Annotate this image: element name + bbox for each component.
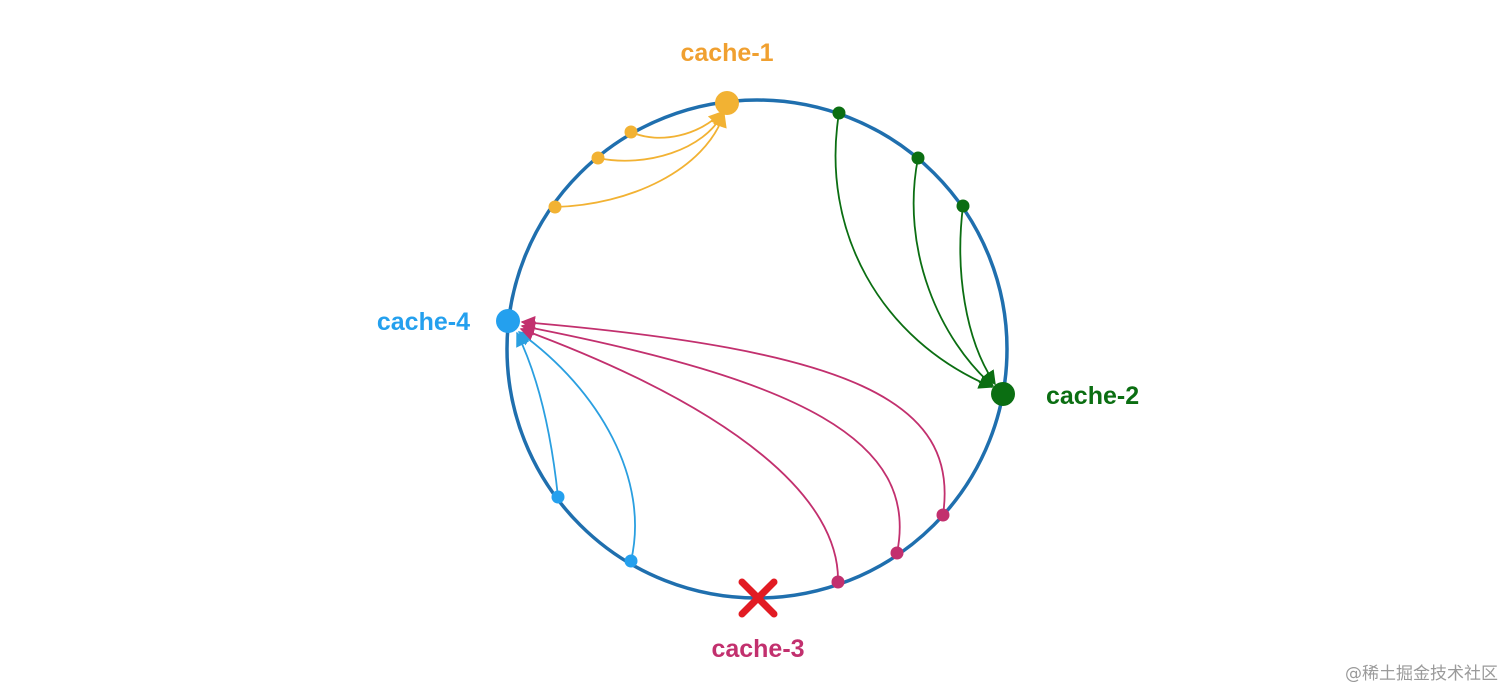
reassigned-key-arrow-to-cache-4 bbox=[520, 321, 901, 554]
key-arrow-to-cache-1 bbox=[554, 112, 727, 208]
key-dot bbox=[624, 125, 638, 139]
cache-3-label: cache-3 bbox=[711, 635, 804, 663]
key-dot bbox=[624, 554, 638, 568]
key-dot bbox=[911, 151, 925, 165]
cache-1-node bbox=[715, 91, 739, 115]
cache-4-node bbox=[496, 309, 520, 333]
key-arrow-to-cache-4 bbox=[517, 331, 636, 562]
key-dot bbox=[832, 106, 846, 120]
key-dot bbox=[831, 575, 845, 589]
key-dot bbox=[890, 546, 904, 560]
cache-4-label: cache-4 bbox=[377, 308, 470, 336]
x-mark-icon bbox=[738, 578, 778, 618]
watermark: @稀土掘金技术社区 bbox=[1345, 664, 1498, 684]
key-dot bbox=[591, 151, 605, 165]
key-dot bbox=[551, 490, 565, 504]
cache-2-node bbox=[991, 382, 1015, 406]
hash-ring bbox=[505, 98, 1009, 600]
reassigned-key-arrow-to-cache-4 bbox=[520, 315, 946, 516]
key-arrow-to-cache-4 bbox=[516, 331, 559, 498]
key-dot bbox=[548, 200, 562, 214]
reassigned-key-arrow-to-cache-4 bbox=[519, 326, 839, 583]
key-arrow-to-cache-2 bbox=[912, 157, 995, 387]
cache-2-label: cache-2 bbox=[1046, 382, 1139, 410]
key-dot bbox=[956, 199, 970, 213]
key-arrow-to-cache-2 bbox=[959, 205, 996, 386]
key-arrow-to-cache-2 bbox=[834, 112, 994, 389]
key-dot bbox=[936, 508, 950, 522]
cache-1-label: cache-1 bbox=[680, 39, 773, 67]
